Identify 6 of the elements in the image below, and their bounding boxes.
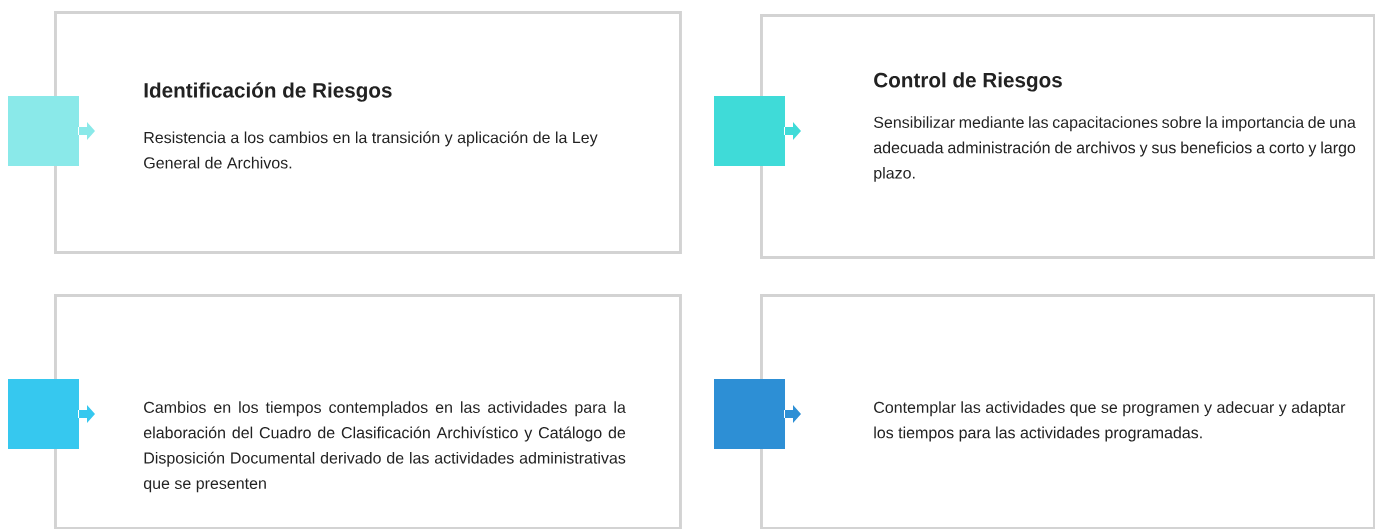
card-text: Contemplar las actividades que se programen y adecuar y adaptar los tiempos para las actividades programadas.: [874, 401, 1346, 442]
card-text: Cambios en los tiempos contemplados en las actividades para la elaboración del Cuadro de Clasificación Archivístico y Catálogo de Disposición Documental derivado de las actividades administrativas que se presenten: [143, 401, 626, 493]
card-text: Resistencia a los cambios en la transición y aplicación de la Ley General de Archivos.: [144, 131, 598, 169]
card-text: Sensibilizar mediante las capacitaciones sobre la importancia de una adecuada administración de archivos y sus beneficios a corto y largo plazo.: [873, 116, 1356, 182]
card-title: Identificación de Riesgos: [144, 82, 392, 102]
card-title: Control de Riesgos: [874, 72, 1062, 92]
